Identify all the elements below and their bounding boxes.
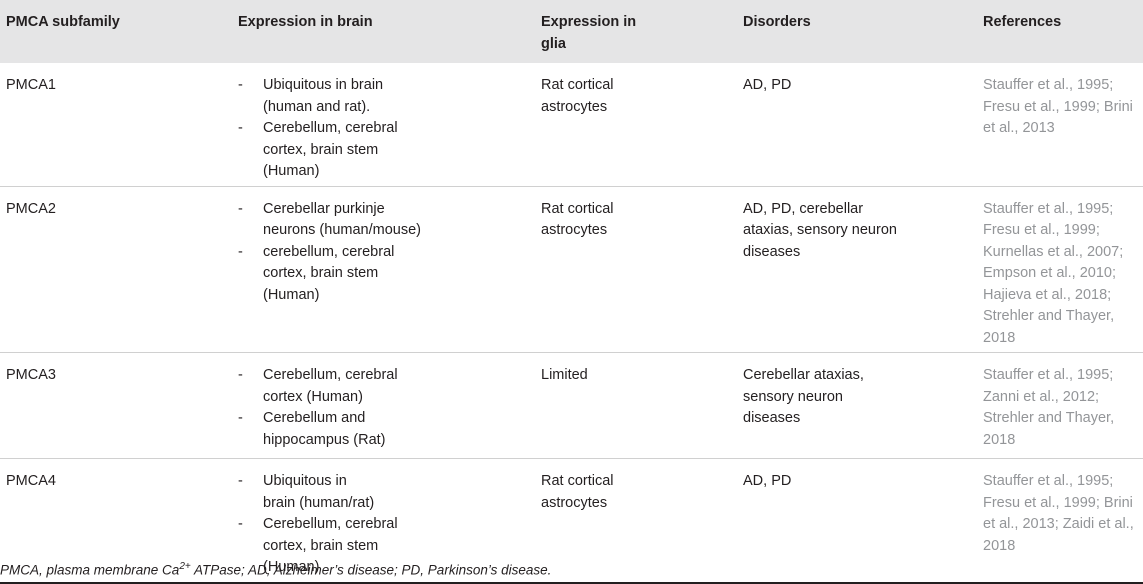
cell-disorders: AD, PD <box>743 473 792 489</box>
header-pmca-subfamily: PMCA subfamily <box>6 14 120 30</box>
brain-item: cerebellum, cerebral cortex, brain stem … <box>238 242 403 307</box>
footnote-text-end: ATPase; AD, Alzheimer’s disease; PD, Par… <box>190 562 552 578</box>
cell-references: Stauffer et al., 1995; Fresu et al., 199… <box>983 473 1134 554</box>
cell-brain: Ubiquitous in brain (human/rat) Cerebell… <box>232 459 535 583</box>
disorders-text: Cerebellar ataxias, sensory neuron disea… <box>743 367 864 426</box>
brain-item: Cerebellum and hippocampus (Rat) <box>238 408 403 451</box>
cell-subfamily: PMCA1 <box>6 77 56 93</box>
brain-item: Cerebellar purkinje neurons (human/mouse… <box>238 199 423 242</box>
cell-disorders: AD, PD, cerebellar ataxias, sensory neur… <box>737 186 977 353</box>
cell-subfamily: PMCA2 <box>6 200 56 217</box>
cell-references: Stauffer et al., 1995; Fresu et al., 199… <box>983 77 1133 136</box>
cell-brain: Ubiquitous in brain (human and rat). Cer… <box>232 63 535 186</box>
cell-references: Stauffer et al., 1995; Zanni et al., 201… <box>983 367 1115 448</box>
cell-disorders: Cerebellar ataxias, sensory neuron disea… <box>737 353 977 459</box>
cell-subfamily: PMCA4 <box>6 473 56 489</box>
cell-references: Stauffer et al., 1995; Fresu et al., 199… <box>983 200 1124 346</box>
header-references: References <box>983 14 1062 30</box>
header-expression-in-brain: Expression in brain <box>238 14 373 30</box>
brain-item: Ubiquitous in brain (human/rat) <box>238 471 383 514</box>
glia-text: Rat cortical astrocytes <box>541 200 614 239</box>
cell-glia: Limited <box>541 367 588 383</box>
cell-glia: Rat cortical astrocytes <box>535 186 737 353</box>
header-disorders: Disorders <box>743 14 811 30</box>
brain-item: Ubiquitous in brain (human and rat). <box>238 75 403 118</box>
brain-item: Cerebellum, cerebral cortex, brain stem … <box>238 118 403 183</box>
header-row: PMCA subfamily Expression in brain Expre… <box>0 0 1143 63</box>
cell-subfamily: PMCA3 <box>6 367 56 383</box>
cell-disorders: AD, PD <box>743 77 792 93</box>
cell-brain: Cerebellar purkinje neurons (human/mouse… <box>232 186 535 353</box>
brain-item: Cerebellum, cerebral cortex, brain stem … <box>238 514 403 579</box>
disorders-text: AD, PD, cerebellar ataxias, sensory neur… <box>743 200 897 260</box>
footnote-superscript: 2+ <box>179 561 191 572</box>
brain-item: Cerebellum, cerebral cortex (Human) <box>238 365 403 408</box>
table-footnote: PMCA, plasma membrane Ca2+ ATPase; AD, A… <box>0 561 1143 578</box>
table-body: PMCA1 Ubiquitous in brain (human and rat… <box>0 63 1143 583</box>
header-expression-in-glia: Expression in glia <box>541 14 637 52</box>
table-row: PMCA4 Ubiquitous in brain (human/rat) Ce… <box>0 459 1143 583</box>
table-row: PMCA3 Cerebellum, cerebral cortex (Human… <box>0 353 1143 459</box>
glia-text: Rat cortical astrocytes <box>541 77 614 115</box>
table-row: PMCA1 Ubiquitous in brain (human and rat… <box>0 63 1143 186</box>
table-row: PMCA2 Cerebellar purkinje neurons (human… <box>0 186 1143 353</box>
cell-glia: Rat cortical astrocytes <box>535 63 737 186</box>
cell-brain: Cerebellum, cerebral cortex (Human) Cere… <box>232 353 535 459</box>
glia-text: Rat cortical astrocytes <box>541 473 614 511</box>
footnote-text-start: PMCA, plasma membrane Ca <box>0 562 180 578</box>
table-header: PMCA subfamily Expression in brain Expre… <box>0 0 1143 63</box>
cell-glia: Rat cortical astrocytes <box>535 459 737 583</box>
